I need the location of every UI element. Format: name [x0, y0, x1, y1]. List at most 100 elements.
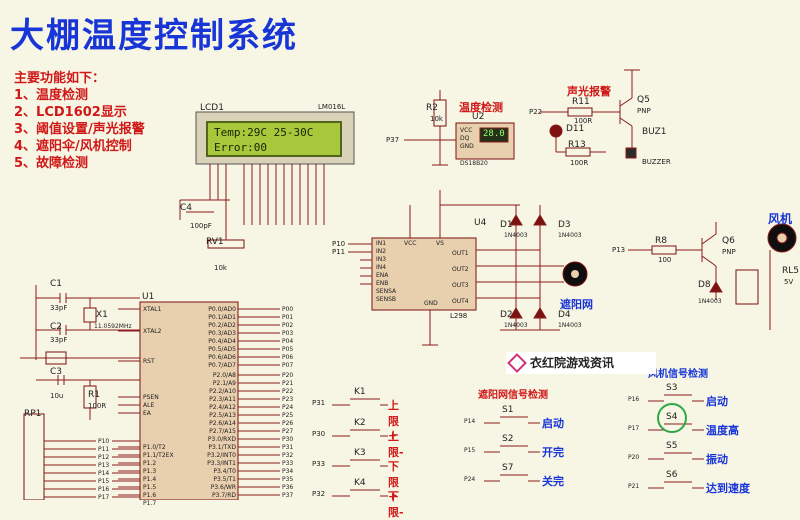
- shade-motor-label: 遮阳网: [560, 298, 593, 311]
- mcu-pin-label: P3.5/T1: [213, 476, 236, 483]
- mcu-pin-label: P0.1/AD1: [208, 314, 236, 321]
- key-ref: K3: [354, 448, 366, 458]
- mcu-pin-label: P3.3/INT1: [207, 460, 236, 467]
- rv1-value: 10k: [214, 264, 227, 272]
- driver-left-pins: IN1 IN2 IN3 IN4 ENA ENB SENSA SENSB: [376, 240, 396, 304]
- diode-part: 1N4003: [504, 232, 528, 239]
- port-label: P32: [282, 452, 294, 459]
- lcd-display: Temp:29C 25-30C Error:00: [206, 121, 342, 157]
- feature-item: 5、故障检测: [14, 156, 89, 171]
- port-label: P27: [282, 428, 294, 435]
- mcu-pin-label: P2.5/A13: [209, 412, 236, 419]
- port-label: P04: [282, 338, 294, 345]
- u2-ref: U2: [472, 112, 485, 122]
- switch-label[interactable]: 开完: [542, 446, 564, 459]
- key-label[interactable]: 下限-: [388, 490, 404, 519]
- feature-item: 1、温度检测: [14, 88, 89, 103]
- x1-value: 11.0592MHz: [94, 323, 132, 330]
- switch-ref: S5: [666, 441, 678, 451]
- switch-label[interactable]: 振动: [706, 453, 728, 466]
- mcu-pin-label: P0.2/AD2: [208, 322, 236, 329]
- port-label: P21: [628, 483, 640, 490]
- page-title: 大棚温度控制系统: [10, 16, 298, 56]
- mcu-pin-label: P0.6/AD6: [208, 354, 236, 361]
- pin-label: ENB: [376, 280, 389, 287]
- u1-ref: U1: [142, 292, 155, 302]
- switch-label[interactable]: 启动: [706, 395, 728, 408]
- pin-label: IN3: [376, 256, 387, 263]
- mcu-pin-label: P3.1/TXD: [208, 444, 236, 451]
- port-label: P12: [98, 454, 110, 461]
- c3-value: 10u: [50, 392, 64, 400]
- port-label: P37: [282, 492, 294, 499]
- pin-label: OUT3: [452, 282, 469, 289]
- switch-label[interactable]: 温度高: [706, 424, 739, 437]
- key-label[interactable]: 上限+: [388, 399, 399, 442]
- watermark: 衣红院游戏资讯: [506, 352, 656, 374]
- port-label: P10: [332, 240, 346, 248]
- switch-label[interactable]: 达到速度: [706, 482, 750, 495]
- key-ref: K4: [354, 478, 366, 488]
- pin-label: IN4: [376, 264, 387, 271]
- port-label: P07: [282, 362, 294, 369]
- port-label: P01: [282, 314, 294, 321]
- port-label: P34: [282, 468, 294, 475]
- u2-pins: VCC DQ GND: [460, 127, 474, 151]
- port-label: P10: [98, 438, 110, 445]
- c1-value: 33pF: [50, 304, 68, 312]
- port-label: P32: [312, 490, 326, 498]
- temp-reading: 28.0: [483, 129, 505, 139]
- port-label: P20: [282, 372, 294, 379]
- r11-value: 100R: [574, 117, 593, 125]
- port-label: P13: [612, 246, 626, 254]
- r2-ref: R2: [426, 103, 438, 113]
- rl5-ref: RL5: [782, 266, 799, 276]
- key-label[interactable]: 下限+: [388, 460, 399, 503]
- pin-label: SENSA: [376, 288, 397, 295]
- pin-label: VCC: [460, 127, 473, 134]
- pin-label: GND: [424, 300, 438, 307]
- port-label: P15: [98, 478, 110, 485]
- port-label: P24: [282, 404, 294, 411]
- port-label: P30: [282, 436, 294, 443]
- fan-fault-label: 风机信号检测: [648, 369, 708, 380]
- mcu-pin-label: P1.6: [143, 492, 157, 499]
- d3-ref: D3: [558, 220, 571, 230]
- mcu-pin-label: P0.3/AD3: [208, 330, 236, 337]
- port-label: P22: [529, 108, 543, 116]
- mcu-pin-label: P2.0/A8: [212, 372, 236, 379]
- mcu-pin-label: P1.2: [143, 460, 157, 467]
- alarm-label: 声光报警: [567, 85, 611, 98]
- feature-item: 4、遮阳伞/风机控制: [14, 139, 132, 154]
- pin-label: IN2: [376, 248, 387, 255]
- r1-ref: R1: [88, 390, 100, 400]
- mcu-pin-label: P1.7: [143, 500, 157, 507]
- r1-value: 100R: [88, 402, 107, 410]
- switch-ref: S6: [666, 470, 678, 480]
- mcu-pin-label: P3.7/RD: [212, 492, 236, 499]
- u4-ref: U4: [474, 218, 487, 228]
- port-label: P30: [312, 430, 326, 438]
- mcu-pin-label: P3.4/T0: [213, 468, 236, 475]
- mcu-pin-label: P2.7/A15: [209, 428, 236, 435]
- port-label: P22: [282, 388, 294, 395]
- switch-label[interactable]: 启动: [542, 417, 564, 430]
- port-label: P24: [464, 476, 476, 483]
- pin-label: OUT1: [452, 250, 469, 257]
- port-label: P11: [98, 446, 110, 453]
- pin-label: IN1: [376, 240, 387, 247]
- mcu-pin-label: P1.1/T2EX: [143, 452, 174, 459]
- schematic-canvas: [20, 69, 797, 500]
- pin-label: OUT4: [452, 298, 469, 305]
- d11-ref: D11: [566, 124, 585, 134]
- c4-value: 100pF: [190, 222, 212, 230]
- feature-heading: 主要功能如下：: [14, 71, 106, 86]
- c1-ref: C1: [50, 279, 63, 289]
- diode-part: 1N4003: [558, 232, 582, 239]
- key-label[interactable]: 上限-: [388, 430, 404, 459]
- diode-part: 1N4003: [558, 322, 582, 329]
- r11-ref: R11: [572, 97, 590, 107]
- port-label: P11: [332, 248, 346, 256]
- switch-label[interactable]: 关完: [542, 475, 564, 488]
- port-label: P03: [282, 330, 294, 337]
